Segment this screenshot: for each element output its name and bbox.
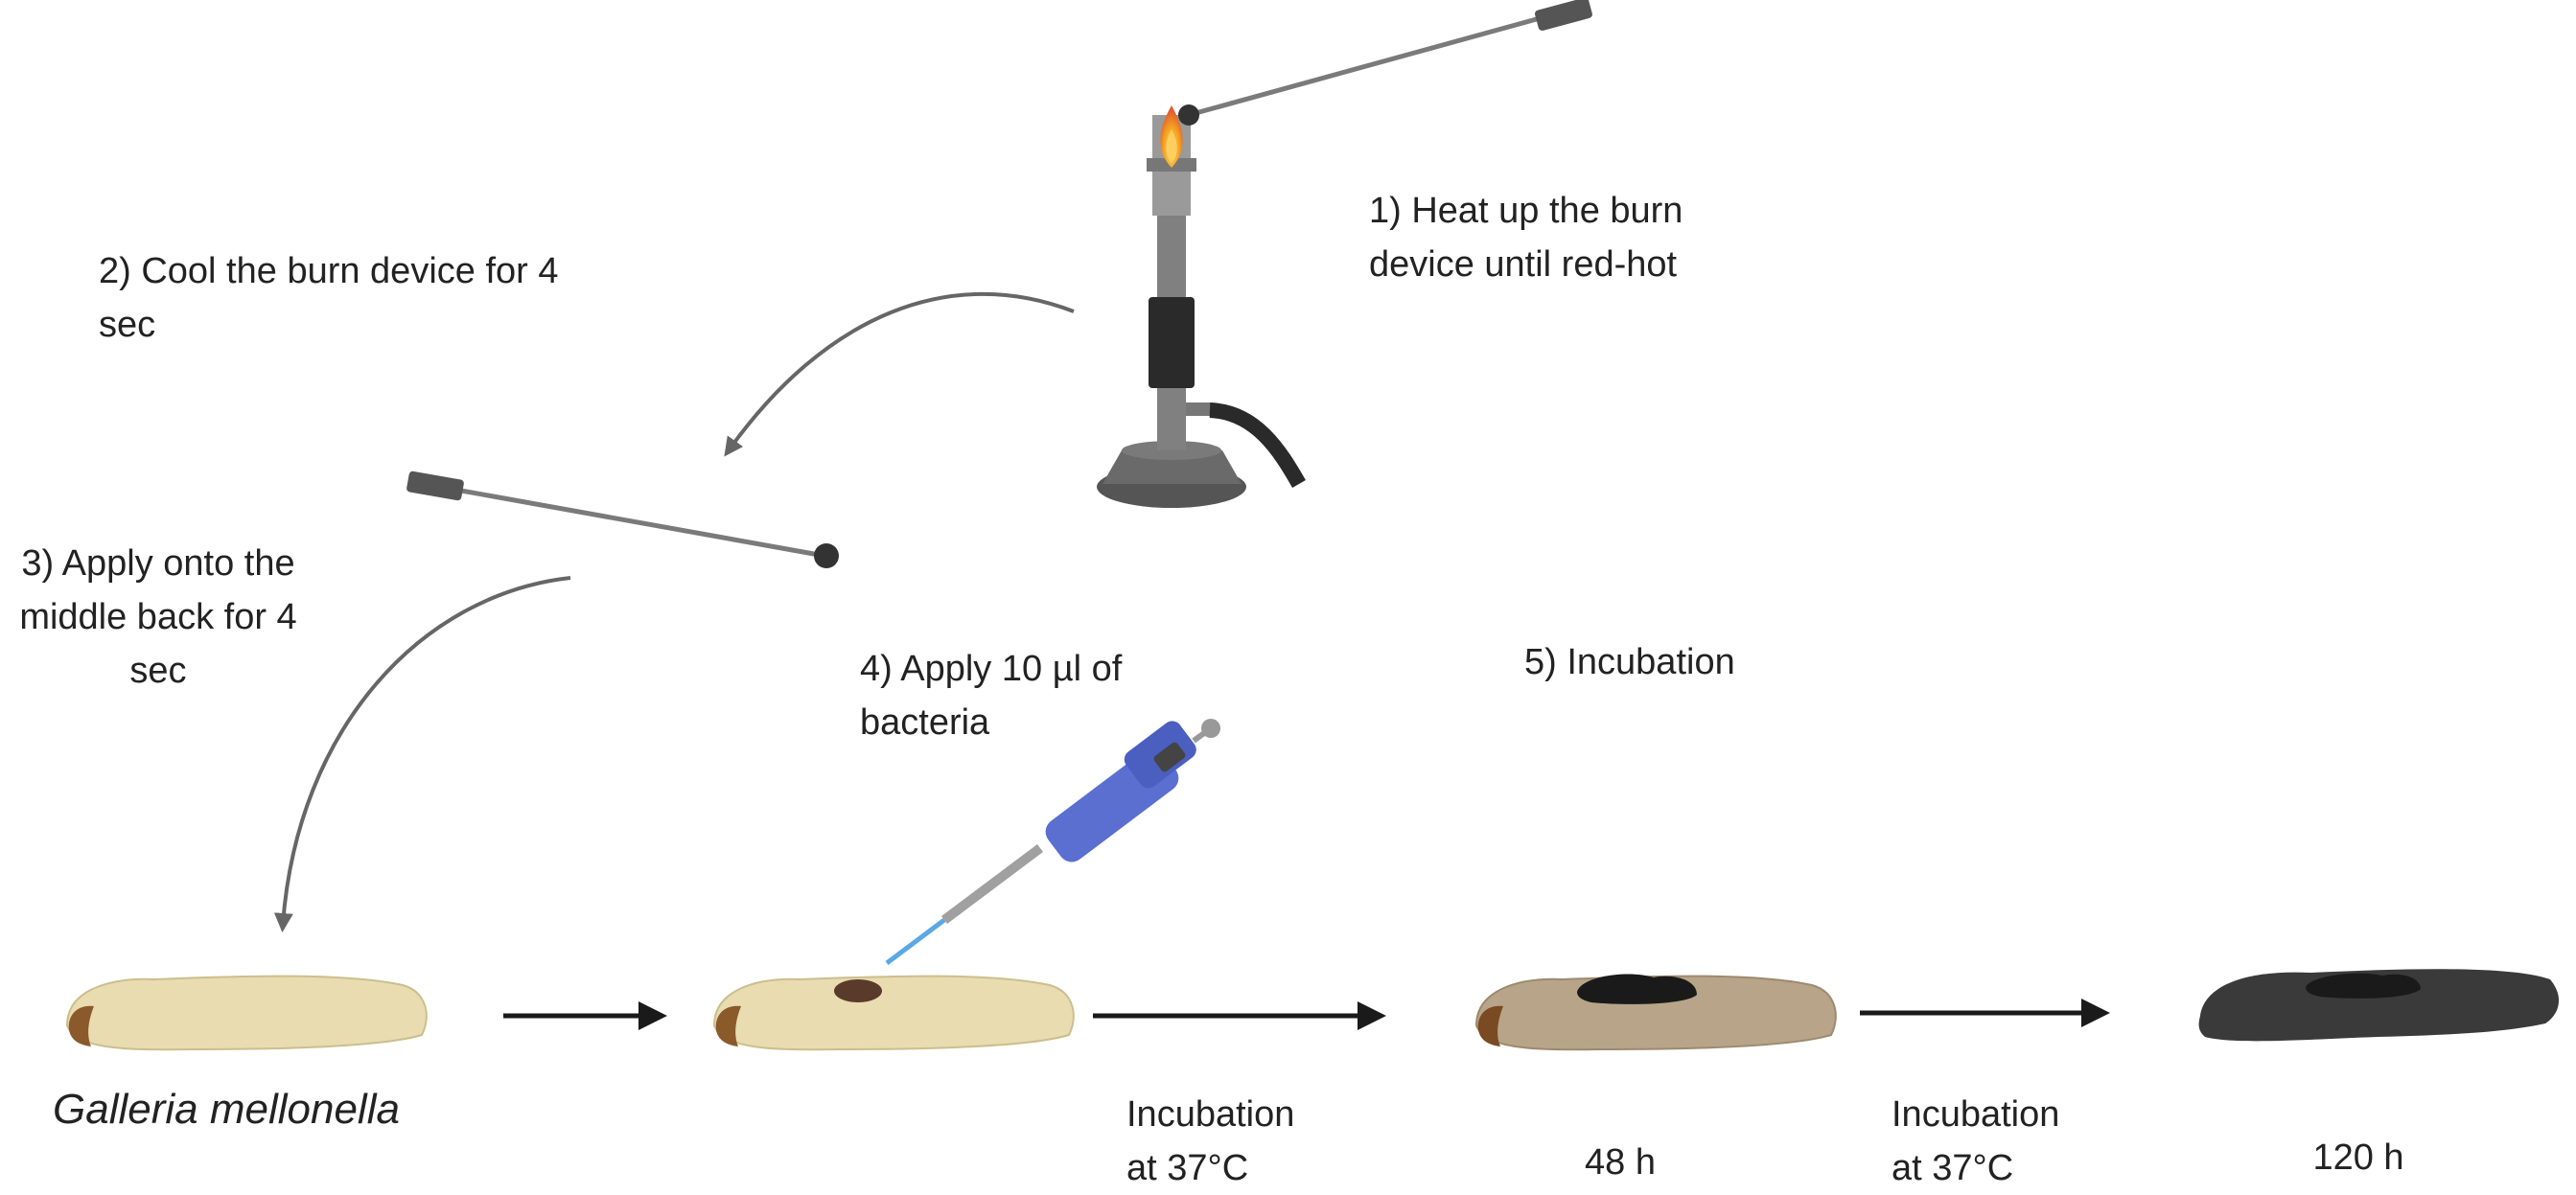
larva-icon xyxy=(1474,974,1837,1051)
larva-species-label: Galleria mellonella xyxy=(53,1086,400,1133)
larva-icon xyxy=(65,975,428,1051)
step-3-label: 3) Apply onto the middle back for 4 sec xyxy=(19,543,297,691)
time-120h-label: 120 h xyxy=(2312,1138,2404,1178)
pipette-icon xyxy=(885,719,1220,965)
burn-device-icon xyxy=(1178,0,1592,126)
bunsen-burner-icon xyxy=(1097,105,1306,508)
burn-device-icon xyxy=(406,471,839,568)
step-5-label: 5) Incubation xyxy=(1524,642,1735,682)
incubation-label-1: Incubation at 37°C xyxy=(1126,1094,1295,1188)
incubation-label-2: Incubation at 37°C xyxy=(1891,1094,2060,1188)
step-4-label: 4) Apply 10 µl of bacteria xyxy=(860,649,1123,743)
curved-arrow-icon xyxy=(273,576,571,932)
time-48h-label: 48 h xyxy=(1585,1142,1656,1183)
step-2-label: 2) Cool the burn device for 4 sec xyxy=(99,251,559,345)
larva-icon xyxy=(712,975,1075,1051)
step-1-label: 1) Heat up the burn device until red-hot xyxy=(1369,191,1683,285)
curved-arrow-icon xyxy=(724,291,1075,457)
larva-icon xyxy=(2198,969,2560,1042)
